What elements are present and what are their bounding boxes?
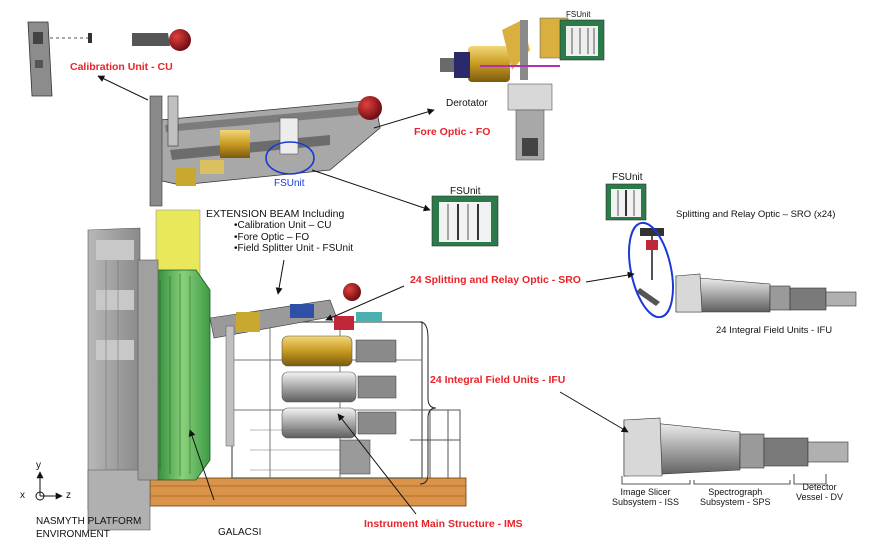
- extension-beam-block: EXTENSION BEAM Including •Calibration Un…: [206, 208, 353, 255]
- label-ifu-right: 24 Integral Field Units - IFU: [716, 325, 833, 336]
- connectors: [97, 75, 635, 515]
- label-fsunit-right: FSUnit: [612, 172, 643, 183]
- fore-optic-drawing: [440, 17, 605, 161]
- axis-label-x: x: [20, 490, 25, 501]
- label-calibration-unit: Calibration Unit - CU: [70, 61, 173, 73]
- fsunit-highlight-ellipse: [265, 141, 315, 175]
- axis-label-y: y: [36, 460, 41, 471]
- fsunit-right-drawing: [605, 183, 647, 221]
- extension-beam-item: •Calibration Unit – CU: [234, 220, 332, 232]
- label-galacsi: GALACSI: [218, 527, 262, 538]
- label-sro-x24: Splitting and Relay Optic – SRO (x24): [676, 209, 836, 220]
- label-derotator: Derotator: [446, 98, 488, 109]
- ifu-upper-drawing: [675, 273, 857, 313]
- extension-beam-title: EXTENSION BEAM Including: [206, 208, 345, 220]
- label-fsunit-blue: FSUnit: [274, 178, 305, 189]
- label-nasmyth: NASMYTH PLATFORM: [36, 516, 142, 527]
- label-fsunit-top: FSUnit: [566, 10, 591, 19]
- label-sps-line2: Subsystem - SPS: [700, 497, 771, 508]
- extension-beam-item: •Field Splitter Unit - FSUnit: [234, 243, 354, 255]
- label-sps: Spectrograph Subsystem - SPS: [700, 487, 771, 508]
- extension-beam-drawing: [149, 95, 382, 281]
- ifu-lower-drawing: [621, 417, 849, 485]
- label-dv-line2: Vessel - DV: [796, 492, 844, 503]
- extension-beam-item: •Fore Optic – FO: [234, 231, 310, 243]
- fsunit-mid-drawing: [431, 195, 499, 247]
- label-iss: Image Slicer Subsystem - ISS: [612, 487, 679, 508]
- label-ims: Instrument Main Structure - IMS: [364, 518, 523, 530]
- label-environment: ENVIRONMENT: [36, 529, 110, 540]
- axis-label-z: z: [66, 490, 71, 501]
- label-fsunit-mid: FSUnit: [450, 186, 481, 197]
- label-sps-line1: Spectrograph: [708, 487, 763, 497]
- label-dv: Detector Vessel - DV: [796, 482, 843, 503]
- label-iss-line2: Subsystem - ISS: [612, 497, 680, 508]
- label-sro-24: 24 Splitting and Relay Optic - SRO: [410, 274, 581, 286]
- calibration-unit-drawing: [27, 21, 191, 97]
- instrument-main-drawing: [35, 227, 467, 531]
- label-ifu-red: 24 Integral Field Units - IFU: [430, 374, 566, 386]
- sro-drawing: [628, 221, 674, 319]
- label-iss-line1: Image Slicer: [620, 487, 671, 497]
- label-dv-line1: Detector: [802, 482, 837, 492]
- label-fore-optic: Fore Optic - FO: [414, 126, 491, 138]
